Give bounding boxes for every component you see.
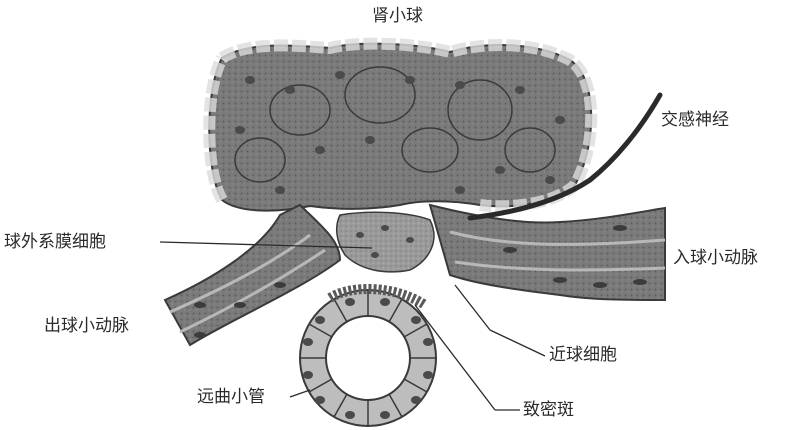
label-extraglomerular-mesangial: 球外系膜细胞 bbox=[4, 232, 106, 252]
afferent-arteriole bbox=[430, 205, 665, 300]
label-juxtaglomerular-cells: 近球细胞 bbox=[549, 345, 617, 365]
label-distal-tubule: 远曲小管 bbox=[197, 387, 265, 407]
label-macula-densa: 致密斑 bbox=[523, 400, 574, 420]
glomerulus bbox=[209, 44, 591, 211]
leader-line-juxtaglomerular bbox=[490, 330, 545, 356]
title-glomerulus: 肾小球 bbox=[372, 6, 423, 26]
extraglomerular-mesangial-region bbox=[337, 212, 434, 272]
leader-line-distal-tubule bbox=[290, 390, 310, 397]
label-afferent-arteriole: 入球小动脉 bbox=[673, 248, 758, 268]
leader-line-juxtaglomerular-b bbox=[455, 285, 490, 330]
label-efferent-arteriole: 出球小动脉 bbox=[44, 316, 129, 336]
distal-tubule bbox=[300, 290, 436, 426]
label-sympathetic-nerve: 交感神经 bbox=[661, 110, 729, 130]
